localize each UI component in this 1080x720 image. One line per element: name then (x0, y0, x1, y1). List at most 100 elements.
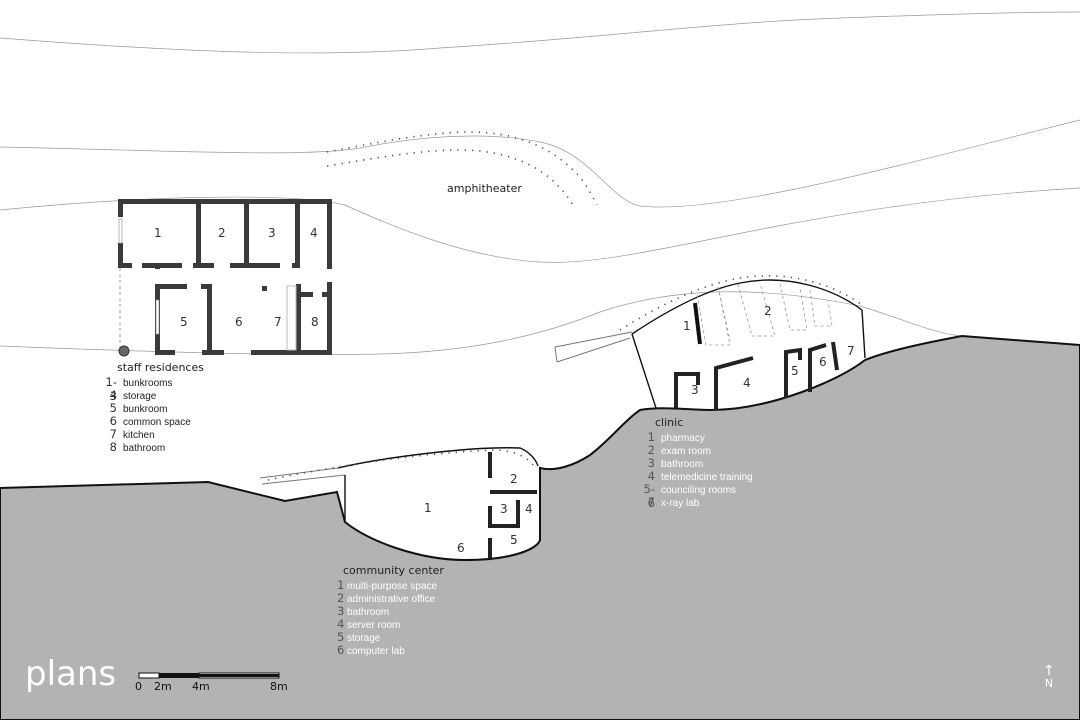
legend-row: 2 exam room (637, 443, 753, 457)
room-number: 1 (154, 226, 162, 240)
scale-bar (138, 672, 280, 679)
amphitheater-seating-row (326, 149, 575, 208)
contour-line (0, 11, 1080, 54)
room-number: 6 (235, 315, 243, 329)
legend-text: bathroom (347, 607, 390, 618)
legend-text: bathroom (661, 459, 704, 470)
wall (674, 372, 700, 408)
room-number: 3 (268, 226, 276, 240)
legend-number: 4 (109, 388, 117, 402)
room-number: 5 (791, 364, 799, 378)
community-center-plan (259, 447, 539, 558)
water-tank (118, 345, 130, 357)
legend-text: telemedicine training (661, 472, 753, 483)
staff-residences-plan (118, 199, 332, 357)
room-number: 8 (311, 315, 319, 329)
page-title: plans (25, 654, 117, 694)
legend-text: counciling rooms (661, 485, 737, 496)
amphitheater-seating-row (326, 131, 598, 206)
room-number: 2 (510, 472, 518, 486)
wall (808, 343, 827, 392)
clinic-outline (631, 279, 866, 409)
wall (207, 284, 212, 355)
legend-text: x-ray lab (661, 498, 700, 509)
legend-number: 4 (647, 469, 655, 483)
north-arrow: ↑ N (1042, 664, 1056, 690)
legend-number: 8 (109, 440, 117, 454)
legend-number: 2 (647, 443, 655, 457)
north-arrow-icon: ↑ (1043, 663, 1055, 679)
wall (296, 284, 301, 355)
room-number: 5 (510, 533, 518, 547)
legend-number: 4 (337, 617, 345, 631)
clinic-path (554, 346, 558, 363)
legend-title: staff residences (117, 361, 204, 374)
legend-text: storage (347, 633, 381, 644)
wall (155, 350, 175, 355)
wall (244, 199, 249, 268)
scale-label: 2m (154, 680, 172, 693)
legend-text: administrative office (347, 594, 436, 605)
legend-text: bathroom (123, 443, 166, 454)
amphitheater-label: amphitheater (447, 182, 522, 195)
legend-text: server room (347, 620, 401, 631)
legend-row: 8 bathroom (99, 440, 204, 454)
legend-text: kitchen (123, 430, 155, 441)
legend-number: 7 (647, 495, 655, 509)
wall (230, 263, 280, 268)
legend-text: computer lab (347, 646, 405, 657)
legend-number: 5-6 (643, 482, 655, 510)
wall (693, 302, 702, 345)
legend-number: 5 (109, 401, 117, 415)
wall (295, 199, 300, 268)
room-number: 4 (743, 376, 751, 390)
legend-text: pharmacy (661, 433, 705, 444)
north-label: N (1044, 677, 1054, 690)
room-number: 7 (274, 315, 282, 329)
wall (301, 292, 313, 297)
window (155, 299, 160, 335)
wall (193, 263, 214, 268)
legend-row: 3 bathroom (637, 456, 753, 470)
room-number: 2 (764, 304, 772, 318)
room-number: 4 (525, 502, 533, 516)
legend-title: clinic (655, 416, 684, 429)
legend-number: 6 (109, 414, 117, 428)
legend-text: exam room (661, 446, 712, 457)
legend-text: bunkroom (123, 404, 168, 415)
room-number: 1 (424, 501, 432, 515)
legend-title: community center (343, 564, 444, 577)
legend-number: 1-3 (105, 375, 117, 403)
wall (155, 263, 160, 269)
wall (488, 500, 520, 528)
community-path (259, 467, 346, 485)
legend-row: 1 pharmacy (637, 430, 753, 444)
legend-number: 1 (647, 430, 655, 444)
window (118, 218, 123, 244)
contour-line (0, 291, 966, 355)
wall (118, 199, 332, 204)
wall (251, 350, 332, 355)
wall (201, 284, 212, 289)
clinic-seating-row (619, 275, 863, 331)
community-seating-row (267, 449, 535, 481)
legend-number: 6 (337, 643, 345, 657)
wall (327, 282, 332, 355)
legend-text: storage (123, 391, 157, 402)
legend-number: 7 (109, 427, 117, 441)
ground-hillside (0, 334, 1080, 720)
legend-row: 7 x-ray lab (637, 495, 753, 509)
wall (831, 341, 839, 371)
legend-number: 3 (647, 456, 655, 470)
room-number: 4 (310, 226, 318, 240)
legend-row: 4 telemedicine training (637, 469, 753, 483)
room-number: 2 (218, 226, 226, 240)
legend-number: 5 (337, 630, 345, 644)
legend-row: 5 bunkroom (99, 401, 204, 415)
